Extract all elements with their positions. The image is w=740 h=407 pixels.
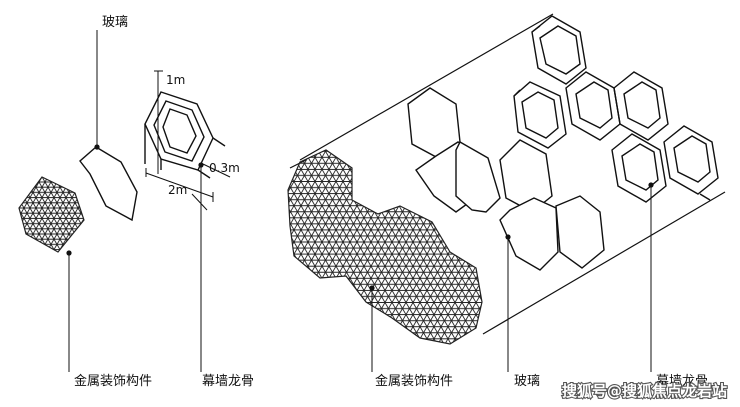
large-glass-panels: [407, 87, 605, 271]
small-glass-panel: [79, 146, 138, 222]
dimension-width-label: 2m: [168, 183, 187, 197]
small-metal-component: [18, 176, 85, 253]
dimension-depth-label: 0.3m: [209, 161, 240, 175]
label-frame-small: 幕墙龙骨: [202, 374, 254, 389]
dimension-height-label: 1m: [166, 73, 185, 87]
label-metal-small: 金属装饰构件: [74, 373, 152, 389]
large-frame-hexagons: [513, 15, 719, 203]
small-frame-hexagon: [144, 91, 226, 179]
watermark: 搜狐号@搜狐焦点龙岩站: [562, 382, 727, 400]
label-glass-large: 玻璃: [514, 374, 540, 389]
label-metal-large: 金属装饰构件: [375, 373, 453, 389]
large-metal-component: [287, 149, 483, 345]
label-glass-small: 玻璃: [102, 15, 128, 30]
dimension-lines: [145, 70, 231, 211]
label-frame-large: 幕墙龙骨: [656, 374, 708, 389]
